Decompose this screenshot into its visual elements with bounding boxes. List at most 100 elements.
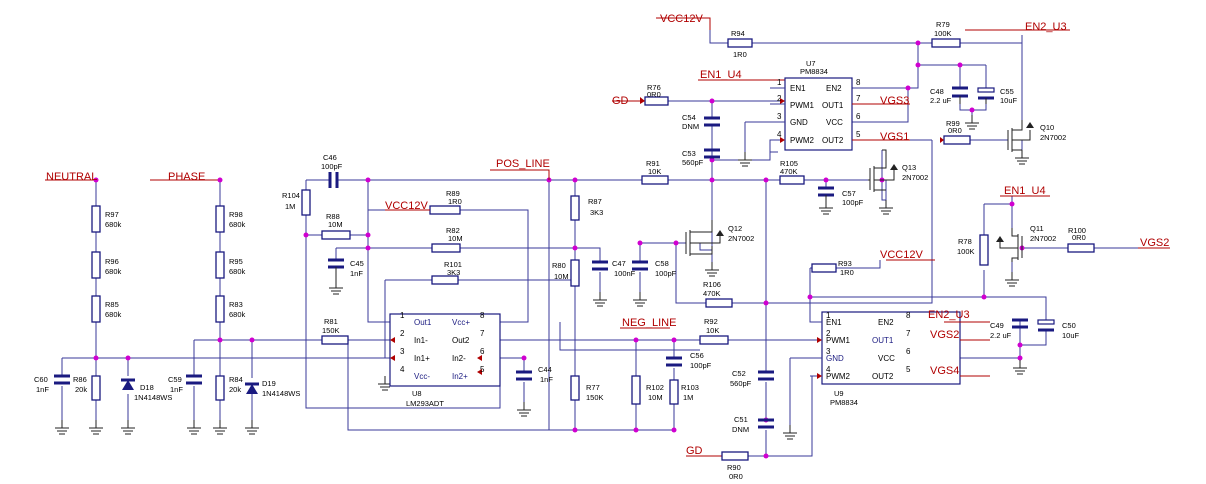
u9-pin-vcc: VCC (878, 354, 895, 363)
r76-ref: R76 (647, 83, 661, 92)
r89-ref: R89 (446, 189, 460, 198)
u7-pin-en1: EN1 (790, 84, 806, 93)
r79-value: 100K (934, 29, 952, 38)
net-vcc12v-mid: VCC12V (385, 200, 428, 212)
u7-num-7: 7 (856, 94, 861, 103)
c47-ref: C47 (612, 259, 626, 268)
r81-ref: R81 (324, 317, 338, 326)
u7-pin-gnd: GND (790, 118, 808, 127)
r99-ref: R99 (946, 119, 960, 128)
u9-pin-en1: EN1 (826, 318, 842, 327)
q11-value: 2N7002 (1030, 234, 1056, 243)
c55-ref: C55 (1000, 87, 1014, 96)
c54-ref: C54 (682, 113, 696, 122)
d19-ref: D19 (262, 379, 276, 388)
r103-value: 1M (683, 393, 693, 402)
r88-value: 10M (328, 220, 343, 229)
u9-num-2: 2 (826, 329, 831, 338)
u7-pin-out1: OUT1 (822, 101, 844, 110)
u8-pin-in2-minus: In2- (452, 354, 466, 363)
u8-pin-in1-plus: In1+ (414, 354, 430, 363)
net-vcc12v-top: VCC12V (660, 13, 703, 25)
net-neg-line: NEG_LINE (622, 317, 676, 329)
r76-value: 0R0 (647, 90, 661, 99)
u7-num-8: 8 (856, 78, 861, 87)
r98-value: 680k (229, 220, 246, 229)
u8-ref: U8 (412, 389, 422, 398)
r95-ref: R95 (229, 257, 243, 266)
u8-pin-out1: Out1 (414, 318, 432, 327)
r79-ref: R79 (936, 20, 950, 29)
r93-value: 1R0 (840, 268, 854, 277)
u9-num-4: 4 (826, 365, 831, 374)
r100-value: 0R0 (1072, 233, 1086, 242)
r87-ref: R87 (588, 197, 602, 206)
u8-pin-vcc-minus: Vcc- (414, 372, 430, 381)
c45-ref: C45 (350, 259, 364, 268)
u8-pin-out2: Out2 (452, 336, 470, 345)
u7-pin-out2: OUT2 (822, 136, 844, 145)
r78-value: 100K (957, 247, 975, 256)
c49-ref: C49 (990, 321, 1004, 330)
u8-num-8: 8 (480, 311, 485, 320)
component-labels: R94 1R0 R79 100K R76 0R0 R99 0R0 R91 10K… (34, 20, 1086, 481)
r86-value: 20k (75, 385, 87, 394)
d18-value: 1N4148WS (134, 393, 172, 402)
r104-ref: R104 (282, 191, 300, 200)
q11-ref: Q11 (1030, 224, 1044, 233)
c57-ref: C57 (842, 189, 856, 198)
r89-value: 1R0 (448, 197, 462, 206)
c47-value: 100nF (614, 269, 636, 278)
r80-value: 10M (554, 272, 569, 281)
capacitor-plates (54, 86, 1055, 429)
r87-value: 3K3 (590, 208, 603, 217)
u8-num-4: 4 (400, 365, 405, 374)
u9-pin-gnd: GND (826, 354, 844, 363)
u9-num-5: 5 (906, 365, 911, 374)
signal-wires (385, 17, 1170, 379)
r84-ref: R84 (229, 375, 243, 384)
r99-value: 0R0 (948, 126, 962, 135)
net-vgs2-right: VGS2 (1140, 237, 1169, 249)
r83-value: 680k (229, 310, 246, 319)
r92-ref: R92 (704, 317, 718, 326)
u9-pin-pwm2: PWM2 (826, 372, 851, 381)
r86-ref: R86 (73, 375, 87, 384)
u7-num-1: 1 (777, 78, 782, 87)
d18-ref: D18 (140, 383, 154, 392)
q12-value: 2N7002 (728, 234, 754, 243)
r102-value: 10M (648, 393, 663, 402)
c49-value: 2.2 uF (990, 331, 1012, 340)
r104-value: 1M (285, 202, 295, 211)
net-vgs4: VGS4 (930, 365, 959, 377)
c51-value: DNM (732, 425, 749, 434)
u9-part: PM8834 (830, 398, 858, 407)
c48-ref: C48 (930, 87, 944, 96)
u8-part: LM293ADT (406, 399, 444, 408)
net-pos-line: POS_LINE (496, 158, 550, 170)
resistor-bodies (91, 38, 1095, 461)
r105-ref: R105 (780, 159, 798, 168)
r102-ref: R102 (646, 383, 664, 392)
c56-ref: C56 (690, 351, 704, 360)
r80-ref: R80 (552, 261, 566, 270)
c54-value: DNM (682, 122, 699, 131)
u8-num-3: 3 (400, 347, 405, 356)
c58-ref: C58 (655, 259, 669, 268)
r97-value: 680k (105, 220, 122, 229)
c45-value: 1nF (350, 269, 363, 278)
junction-dots (93, 40, 1025, 459)
c50-ref: C50 (1062, 321, 1076, 330)
r105-value: 470K (780, 167, 798, 176)
u9-num-8: 8 (906, 311, 911, 320)
u8-num-2: 2 (400, 329, 405, 338)
net-vcc12v-right: VCC12V (880, 249, 923, 261)
diode-symbols (121, 378, 259, 394)
u8-pin-vcc-plus: Vcc+ (452, 318, 470, 327)
c46-ref: C46 (323, 153, 337, 162)
u8-pin-in2-plus: In2+ (452, 372, 468, 381)
c52-ref: C52 (732, 369, 746, 378)
r78-ref: R78 (958, 237, 972, 246)
c44-value: 1nF (540, 375, 553, 384)
